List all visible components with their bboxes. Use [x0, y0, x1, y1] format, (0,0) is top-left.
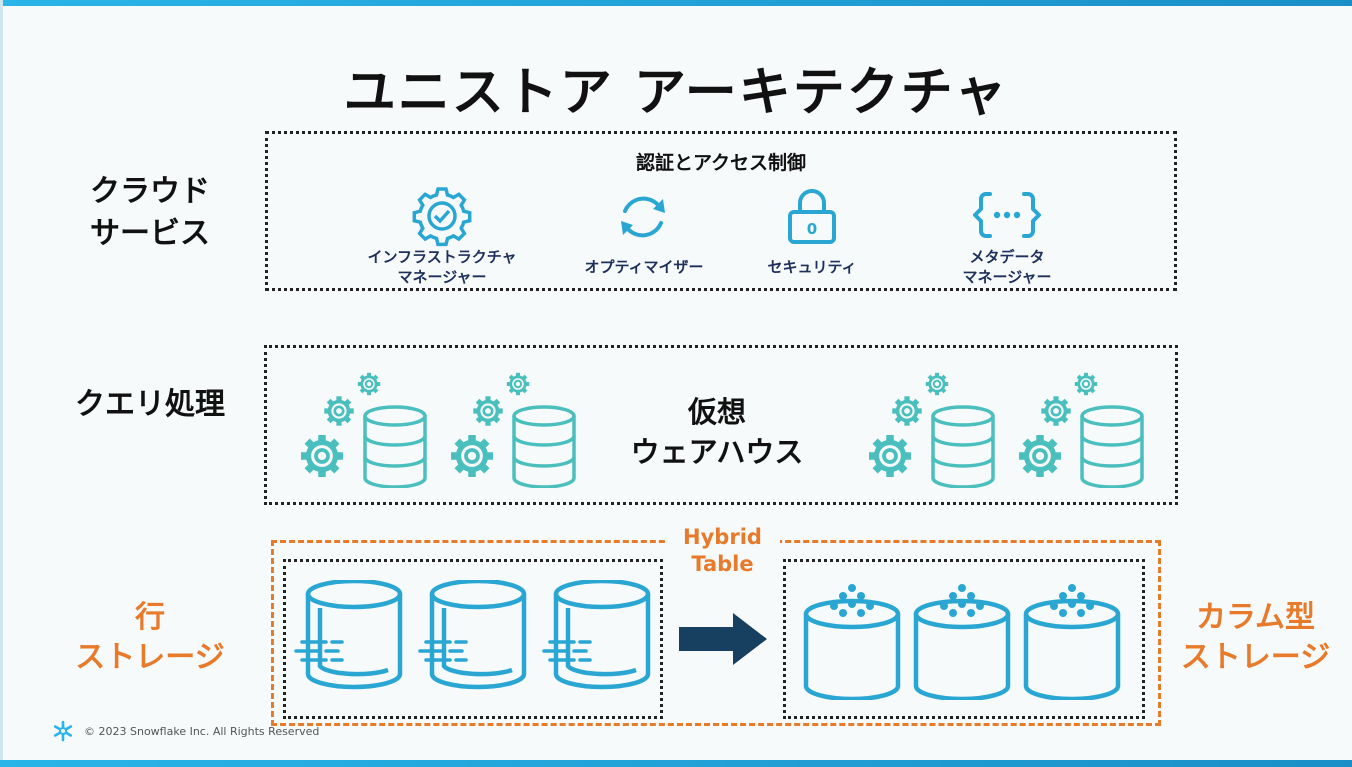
- top-accent-bar: [0, 0, 1352, 6]
- cloud-services-box: [265, 131, 1177, 291]
- column-database-icon: [806, 584, 898, 699]
- cloud-services-label: クラウド サービス: [90, 174, 210, 251]
- gear-icon: [869, 435, 911, 477]
- gear-icon: [451, 435, 493, 477]
- row-storage-cylinders: [292, 580, 662, 700]
- auth-access-title: 認証とアクセス制御: [635, 152, 807, 174]
- service-security-label: セキュリティ: [767, 258, 857, 276]
- row-storage-box: [283, 559, 663, 719]
- service-optimizer-label: オプティマイザー: [584, 258, 704, 276]
- gear-icon: [926, 373, 948, 395]
- hybrid-table-label: Hybrid Table: [665, 524, 780, 578]
- gear-icon: [892, 396, 921, 425]
- lock-icon: 0: [788, 189, 836, 244]
- virtual-warehouse-label: 仮想 ウェアハウス: [630, 395, 804, 469]
- gear-icon: [358, 373, 380, 395]
- gear-icon: [473, 396, 502, 425]
- query-processing-box: [264, 345, 1178, 505]
- database-icon: [1080, 405, 1144, 488]
- service-infra-manager-label: インフラストラクチャ マネージャー: [367, 248, 517, 286]
- gear-icon: [1075, 373, 1097, 395]
- braces-icon: [973, 192, 1041, 238]
- column-database-icon: [1026, 584, 1118, 699]
- warehouse-cluster-left: [292, 368, 576, 488]
- row-database-icon: [544, 581, 648, 687]
- gear-icon: [1019, 435, 1061, 477]
- left-edge: [0, 0, 3, 767]
- gear-icon: [507, 373, 529, 395]
- warehouse-cluster-right: [860, 368, 1144, 488]
- refresh-icon: [621, 196, 665, 238]
- column-storage-box: [783, 559, 1145, 719]
- database-icon: [512, 405, 576, 488]
- row-database-icon: [296, 581, 400, 687]
- arrow-right-icon: [679, 613, 767, 665]
- column-database-icon: [916, 584, 1008, 699]
- query-processing-label: クエリ処理: [75, 387, 225, 422]
- column-storage-label: カラム型 ストレージ: [1180, 600, 1331, 675]
- gear-icon: [301, 435, 343, 477]
- database-icon: [931, 405, 995, 488]
- snowflake-logo-icon: [53, 720, 73, 742]
- copyright-text: © 2023 Snowflake Inc. All Rights Reserve…: [84, 725, 320, 738]
- column-storage-cylinders: [800, 576, 1140, 700]
- service-metadata-manager-label: メタデータ マネージャー: [962, 248, 1052, 286]
- page-title: ユニストア アーキテクチャ: [343, 63, 1009, 123]
- svg-text:0: 0: [807, 220, 817, 238]
- row-database-icon: [420, 581, 524, 687]
- bottom-accent-bar: [0, 760, 1352, 767]
- row-storage-label: 行 ストレージ: [75, 600, 225, 675]
- gear-icon: [324, 396, 353, 425]
- database-icon: [363, 405, 427, 488]
- gear-check-icon: [412, 187, 472, 247]
- gear-icon: [1041, 396, 1070, 425]
